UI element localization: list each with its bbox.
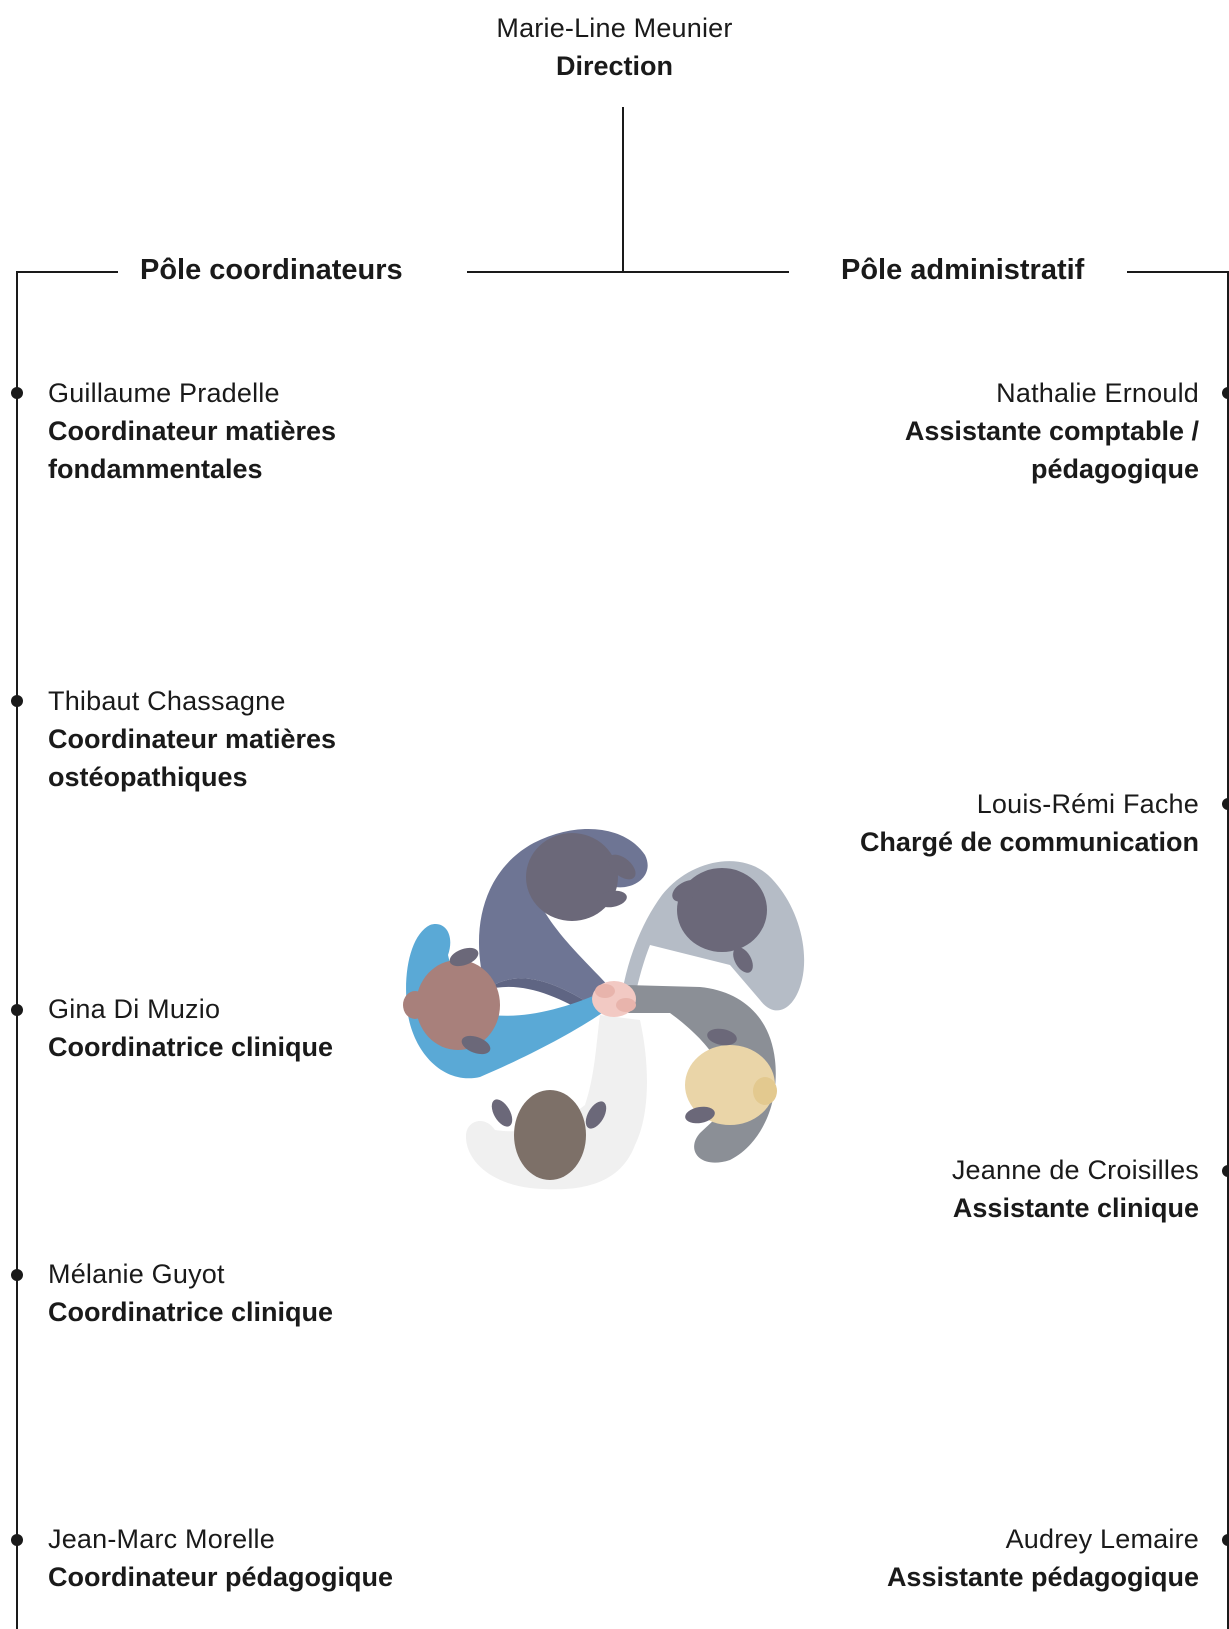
member-role: Assistante pédagogique xyxy=(739,1558,1199,1596)
left-member-dot xyxy=(11,695,23,707)
right-member-dot xyxy=(1222,1534,1229,1546)
director-block: Marie-Line Meunier Direction xyxy=(0,9,1229,85)
person-blue xyxy=(403,924,605,1079)
member-role-line: Coordinatrice clinique xyxy=(48,1297,334,1327)
member-name: Jeanne de Croisilles xyxy=(951,1155,1199,1185)
member-role: Assistante comptable / pédagogique xyxy=(739,412,1199,488)
member-role-line: ostéopathiques xyxy=(48,762,248,792)
joined-hands xyxy=(592,981,636,1017)
member-name: Thibaut Chassagne xyxy=(48,686,286,716)
right-member-dot xyxy=(1222,798,1229,810)
left-member-dot xyxy=(11,1004,23,1016)
member-role-line: Coordinateur matières xyxy=(48,724,337,754)
right-member-dot xyxy=(1222,387,1229,399)
member-name: Guillaume Pradelle xyxy=(48,378,280,408)
person-white xyxy=(465,1015,647,1190)
member-role: Coordinatrice clinique xyxy=(48,1028,468,1066)
member-role-line: Coordinateur matières xyxy=(48,416,337,446)
member-card: Nathalie Ernould Assistante comptable / … xyxy=(739,374,1199,488)
left-member-dot xyxy=(11,387,23,399)
director-role: Direction xyxy=(555,51,674,81)
member-role: Coordinateur matières ostéopathiques xyxy=(48,720,468,796)
pole-title-left: Pôle coordinateurs xyxy=(140,251,403,289)
member-name: Nathalie Ernould xyxy=(996,378,1199,408)
pole-title-right: Pôle administratif xyxy=(841,251,1085,289)
member-card: Jeanne de Croisilles Assistante clinique xyxy=(739,1151,1199,1227)
member-name: Mélanie Guyot xyxy=(48,1259,225,1289)
director-name: Marie-Line Meunier xyxy=(496,13,733,43)
left-member-dot xyxy=(11,1534,23,1546)
member-role-line: Assistante clinique xyxy=(952,1193,1199,1223)
person-lightgray xyxy=(620,861,805,1011)
member-role-line: Chargé de communication xyxy=(859,827,1199,857)
member-role: Coordinatrice clinique xyxy=(48,1293,468,1331)
member-name: Gina Di Muzio xyxy=(48,994,221,1024)
member-name: Jean-Marc Morelle xyxy=(48,1524,275,1554)
member-role-line: pédagogique xyxy=(1031,454,1199,484)
left-vertical-line xyxy=(16,271,18,1629)
member-role-line: fondammentales xyxy=(48,454,263,484)
right-member-dot xyxy=(1222,1165,1229,1177)
member-role: Chargé de communication xyxy=(739,823,1199,861)
member-role: Coordinateur matières fondammentales xyxy=(48,412,468,488)
poles-connector-center xyxy=(467,271,789,273)
person-gray xyxy=(625,985,777,1163)
member-role-line: Assistante pédagogique xyxy=(886,1562,1199,1592)
member-role-line: Coordinateur pédagogique xyxy=(48,1562,394,1592)
team-huddle-illustration xyxy=(403,828,805,1190)
member-name: Audrey Lemaire xyxy=(1005,1524,1199,1554)
member-card: Thibaut Chassagne Coordinateur matières … xyxy=(48,682,468,796)
member-role: Assistante clinique xyxy=(739,1189,1199,1227)
member-role-line: Coordinatrice clinique xyxy=(48,1032,334,1062)
left-member-dot xyxy=(11,1269,23,1281)
member-role-line: Assistante comptable / xyxy=(904,416,1199,446)
member-card: Guillaume Pradelle Coordinateur matières… xyxy=(48,374,468,488)
right-pole-top-connector xyxy=(1127,271,1229,273)
member-card: Audrey Lemaire Assistante pédagogique xyxy=(739,1520,1199,1596)
member-name: Louis-Rémi Fache xyxy=(976,789,1199,819)
member-card: Gina Di Muzio Coordinatrice clinique xyxy=(48,990,468,1066)
member-card: Jean-Marc Morelle Coordinateur pédagogiq… xyxy=(48,1520,468,1596)
member-card: Louis-Rémi Fache Chargé de communication xyxy=(739,785,1199,861)
director-connector xyxy=(622,107,624,272)
member-role: Coordinateur pédagogique xyxy=(48,1558,468,1596)
left-pole-top-connector xyxy=(16,271,118,273)
member-card: Mélanie Guyot Coordinatrice clinique xyxy=(48,1255,468,1331)
right-vertical-line xyxy=(1227,271,1229,1629)
